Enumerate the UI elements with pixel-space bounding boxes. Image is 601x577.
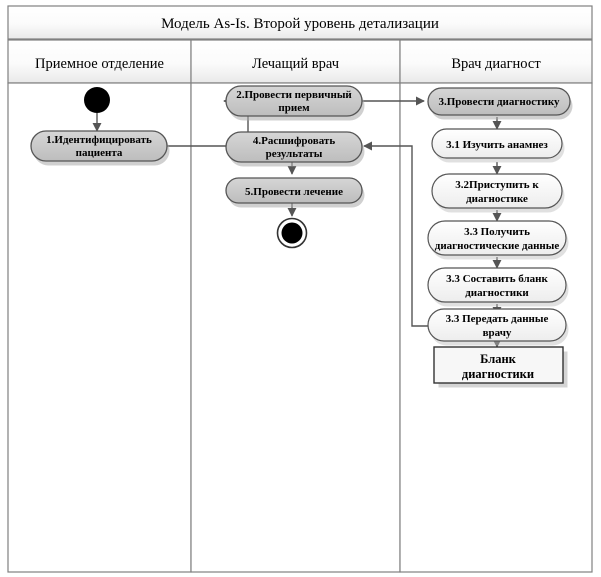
- lane-header-reception-bg: [7, 39, 192, 84]
- action-compose-diagnostic-form[interactable]: 3.3 Составить бланк диагностики: [427, 267, 569, 307]
- action-transfer-data-to-doctor-line2: врачу: [483, 327, 512, 339]
- action-perform-diagnostics-label: 3.Провести диагностику: [438, 96, 560, 108]
- lane-header-diagnostician-bg: [399, 39, 593, 84]
- action-obtain-diagnostic-data[interactable]: 3.3 Получить диагностические данные: [427, 220, 569, 260]
- action-compose-diagnostic-form-line1: 3.3 Составить бланк: [446, 273, 548, 285]
- action-obtain-diagnostic-data-line2: диагностические данные: [435, 240, 560, 252]
- final-node: [276, 217, 308, 249]
- action-begin-diagnostics-line1: 3.2Приступить к: [455, 179, 539, 191]
- lane-header-attending-label: Лечащий врач: [252, 56, 339, 72]
- action-transfer-data-to-doctor-line1: 3.3 Передать данные: [446, 313, 549, 325]
- swimlane-header-row: Приемное отделение Лечащий врач Врач диа…: [7, 39, 593, 84]
- action-study-anamnesis[interactable]: 3.1 Изучить анамнез: [431, 128, 565, 163]
- action-begin-diagnostics-line2: диагностике: [466, 193, 528, 205]
- action-obtain-diagnostic-data-line1: 3.3 Получить: [464, 226, 530, 238]
- action-primary-appointment[interactable]: 2.Провести первичный прием: [225, 85, 365, 121]
- action-perform-diagnostics[interactable]: 3.Провести диагностику: [427, 87, 573, 120]
- object-node-diagnostic-form[interactable]: Бланк диагностики: [433, 346, 568, 388]
- action-begin-diagnostics[interactable]: 3.2Приступить к диагностике: [431, 173, 565, 213]
- action-perform-treatment[interactable]: 5.Провести лечение: [225, 177, 365, 208]
- lane-header-reception-label: Приемное отделение: [35, 56, 164, 72]
- action-identify-patient-line2: пациента: [76, 147, 123, 159]
- lane-header-attending-bg: [190, 39, 401, 84]
- action-decode-results-line2: результаты: [266, 148, 323, 160]
- action-compose-diagnostic-form-line2: диагностики: [465, 287, 529, 299]
- action-identify-patient[interactable]: 1.Идентифицировать пациента: [30, 130, 170, 166]
- object-node-diagnostic-form-line1: Бланк: [480, 352, 517, 366]
- lane-header-diagnostician-label: Врач диагност: [451, 56, 541, 72]
- action-primary-appointment-line2: прием: [278, 102, 310, 114]
- action-study-anamnesis-label: 3.1 Изучить анамнез: [446, 139, 548, 151]
- action-primary-appointment-line1: 2.Провести первичный: [236, 89, 352, 101]
- action-identify-patient-line1: 1.Идентифицировать: [46, 134, 152, 146]
- initial-node: [84, 87, 110, 113]
- action-transfer-data-to-doctor[interactable]: 3.3 Передать данные врачу: [427, 308, 569, 346]
- action-perform-treatment-label: 5.Провести лечение: [245, 186, 343, 198]
- page-title: Модель As-Is. Второй уровень детализации: [161, 16, 439, 32]
- object-node-diagnostic-form-line2: диагностики: [462, 367, 534, 381]
- action-decode-results[interactable]: 4.Расшифровать результаты: [225, 131, 365, 167]
- action-decode-results-line1: 4.Расшифровать: [253, 135, 335, 147]
- diagram-title-bar: Модель As-Is. Второй уровень детализации: [7, 5, 593, 40]
- edge-transfer-to-decode: [363, 141, 432, 327]
